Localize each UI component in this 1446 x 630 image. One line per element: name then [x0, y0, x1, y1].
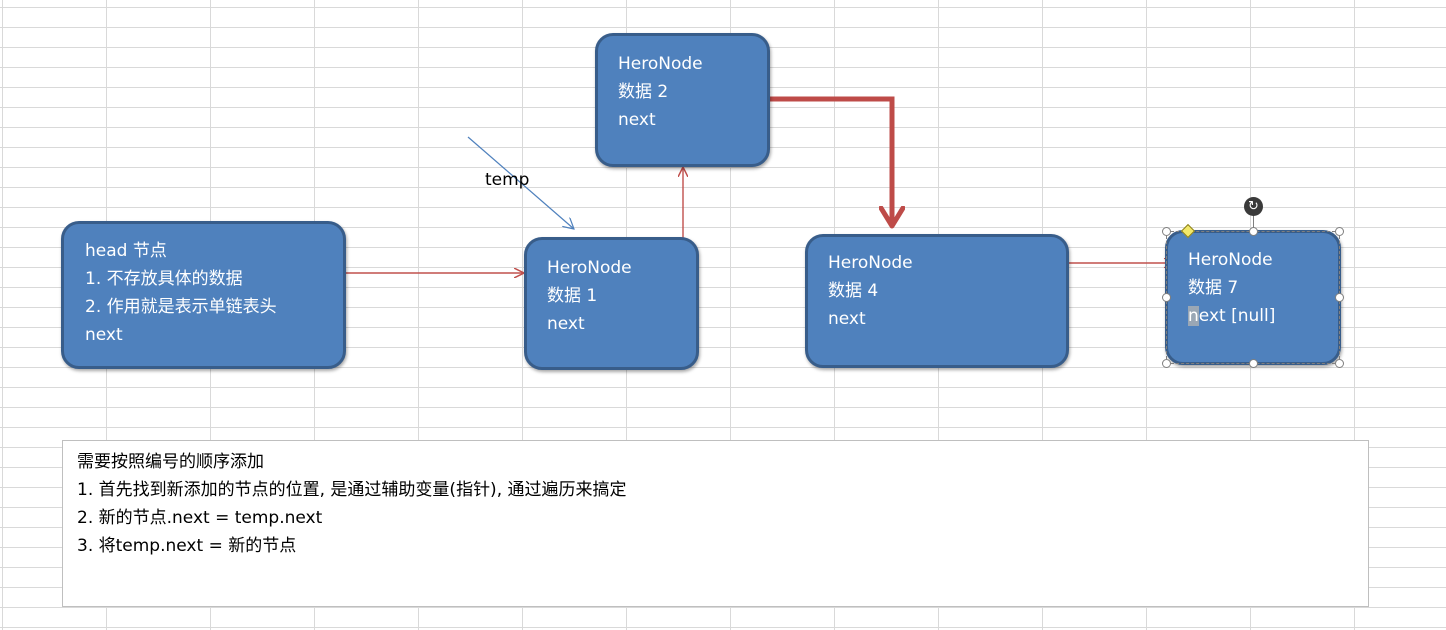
resize-handle-bottom[interactable] [1249, 359, 1258, 368]
hero-node-7-data: 数据 7 [1188, 278, 1239, 298]
note-step-1: 1. 首先找到新添加的节点的位置, 是通过辅助变量(指针), 通过遍历来搞定 [77, 480, 627, 500]
head-node-next: next [85, 325, 123, 345]
hero-node-2[interactable]: HeroNode 数据 2 next [595, 33, 770, 167]
hero-node-7-next-rest: ext [null] [1198, 306, 1276, 326]
resize-handle-top-left[interactable] [1162, 227, 1171, 236]
text-cursor-selection: n [1188, 306, 1199, 326]
note-step-3: 3. 将temp.next = 新的节点 [77, 536, 297, 556]
hero-node-7-title: HeroNode [1188, 250, 1273, 270]
head-node-line-1: 1. 不存放具体的数据 [85, 269, 243, 289]
resize-handle-top[interactable] [1249, 227, 1258, 236]
head-node[interactable]: head 节点 1. 不存放具体的数据 2. 作用就是表示单链表头 next [61, 221, 346, 369]
hero-node-7[interactable]: HeroNode 数据 7 next [null] [1165, 230, 1341, 365]
resize-handle-bottom-right[interactable] [1335, 359, 1344, 368]
rotate-icon[interactable]: ↻ [1244, 197, 1263, 216]
hero-node-4-title: HeroNode [828, 253, 913, 273]
arrow-node-2-to-node-4[interactable] [770, 96, 892, 226]
temp-pointer-arrow[interactable] [467, 136, 574, 229]
resize-handle-top-right[interactable] [1335, 227, 1344, 236]
hero-node-2-next: next [618, 110, 656, 130]
note-step-2: 2. 新的节点.next = temp.next [77, 508, 323, 528]
resize-handle-bottom-left[interactable] [1162, 359, 1171, 368]
hero-node-1-next: next [547, 314, 585, 334]
resize-handle-right[interactable] [1335, 293, 1344, 302]
instruction-note[interactable]: 需要按照编号的顺序添加 1. 首先找到新添加的节点的位置, 是通过辅助变量(指针… [62, 440, 1369, 607]
hero-node-1[interactable]: HeroNode 数据 1 next [524, 237, 699, 370]
resize-handle-left[interactable] [1162, 293, 1171, 302]
note-title: 需要按照编号的顺序添加 [77, 452, 264, 472]
hero-node-7-next: next [null] [1188, 302, 1338, 330]
head-node-line-2: 2. 作用就是表示单链表头 [85, 297, 277, 317]
hero-node-1-data: 数据 1 [547, 286, 598, 306]
hero-node-2-data: 数据 2 [618, 82, 669, 102]
head-node-title: head 节点 [85, 241, 167, 261]
hero-node-4-data: 数据 4 [828, 281, 879, 301]
hero-node-4[interactable]: HeroNode 数据 4 next [805, 234, 1069, 368]
hero-node-4-next: next [828, 309, 866, 329]
rotate-handle-stem [1253, 215, 1254, 231]
hero-node-2-title: HeroNode [618, 54, 703, 74]
temp-label: temp [485, 170, 530, 190]
hero-node-1-title: HeroNode [547, 258, 632, 278]
